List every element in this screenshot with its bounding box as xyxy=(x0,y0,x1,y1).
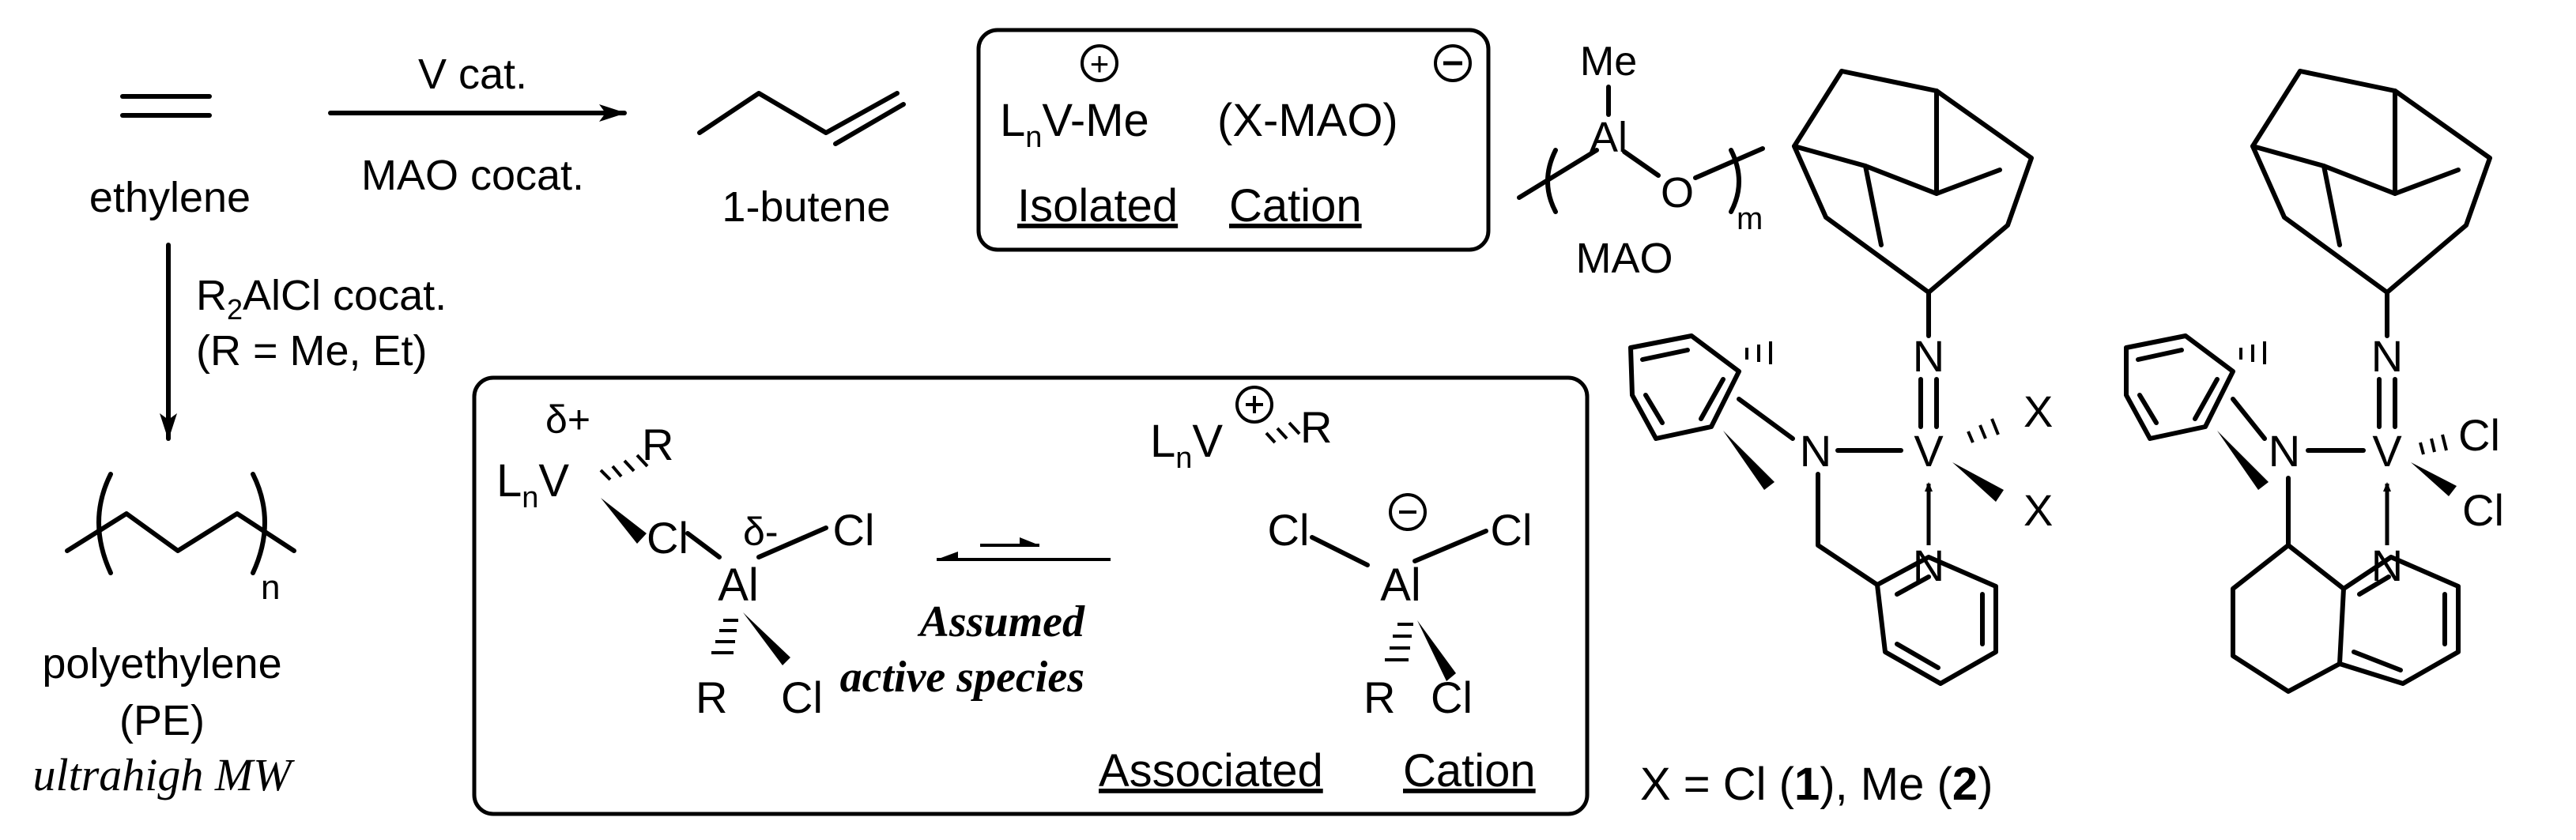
left-cl-right: Cl xyxy=(833,505,875,555)
isolated-cation-species: LnV-Me xyxy=(1000,95,1149,154)
right-al-bonds xyxy=(1310,529,1488,681)
mao-methyl: Me xyxy=(1580,39,1637,85)
complex1-v: V xyxy=(1914,426,1944,476)
right-cl-left: Cl xyxy=(1268,505,1310,555)
mao-structure xyxy=(1517,85,1765,214)
right-hash-bond xyxy=(1265,421,1301,444)
complex1-n-imido: N xyxy=(1913,331,1944,381)
right-r-bottom: R xyxy=(1363,672,1395,722)
1-butene-structure xyxy=(697,91,906,146)
right-r-label: R xyxy=(1300,402,1332,452)
right-minus-charge xyxy=(1389,493,1427,531)
complex1-x-bottom: X xyxy=(2023,485,2053,535)
complex1-n-amido: N xyxy=(1800,426,1831,476)
complex1-x-top: X xyxy=(2023,386,2053,436)
left-aluminum: Al xyxy=(718,559,759,611)
polymer-note: ultrahigh MW xyxy=(32,749,295,800)
delta-plus-label: δ+ xyxy=(545,397,590,442)
complex-right-cl-top: Cl xyxy=(2458,410,2500,460)
right-plus-charge xyxy=(1235,386,1273,424)
1-butene-label: 1-butene xyxy=(722,183,890,231)
polymer-repeat-index: n xyxy=(261,568,280,607)
associated-caption-word1: Associated xyxy=(1099,745,1323,797)
complex1-n-pyridine: N xyxy=(1913,541,1944,590)
complex-right-structure xyxy=(2124,69,2492,694)
right-aluminum: Al xyxy=(1380,559,1421,611)
delta-minus-label: δ- xyxy=(743,510,778,554)
cocatalyst-label: MAO cocat. xyxy=(361,152,584,199)
assumed-label-line2: active species xyxy=(840,653,1084,702)
polymer-abbrev: (PE) xyxy=(119,697,205,744)
compound-caption: X = Cl (1), Me (2) xyxy=(1640,759,1993,810)
polyethylene-structure xyxy=(65,472,296,575)
isolated-minus-charge xyxy=(1434,44,1472,82)
right-cl-right: Cl xyxy=(1491,505,1533,555)
left-metal-center: LnV xyxy=(496,455,569,514)
alt-cocatalyst-condition: (R = Me, Et) xyxy=(196,327,428,375)
associated-caption-word2: Cation xyxy=(1403,745,1536,797)
right-cl-bottom: Cl xyxy=(1431,672,1473,722)
isolated-caption-word2: Cation xyxy=(1229,180,1362,232)
mao-repeat-index: m xyxy=(1737,202,1763,236)
left-r-label: R xyxy=(642,420,673,469)
complex-right-n-imido: N xyxy=(2371,331,2403,381)
mao-aluminum: Al xyxy=(1590,114,1627,161)
mao-oxygen: O xyxy=(1661,169,1694,217)
complex-right-n-pyridine: N xyxy=(2371,541,2403,590)
ethylene-label: ethylene xyxy=(89,174,251,221)
ethylene-structure xyxy=(120,94,212,118)
isolated-caption-word1: Isolated xyxy=(1017,180,1178,232)
left-cl-bottom: Cl xyxy=(781,672,823,722)
right-metal-center: LnV xyxy=(1150,416,1223,475)
catalyst-label: V cat. xyxy=(418,51,527,98)
isolated-plus-charge: + xyxy=(1081,44,1118,82)
equilibrium-arrows xyxy=(937,537,1111,561)
isolated-cation-box xyxy=(976,28,1491,252)
complex-1-2-structure xyxy=(1628,69,2034,686)
complex-right-v: V xyxy=(2372,426,2402,476)
isolated-counterion: (X-MAO) xyxy=(1217,95,1398,146)
assumed-label-line1: Assumed xyxy=(918,597,1085,646)
polymer-name: polyethylene xyxy=(42,640,281,687)
mao-name: MAO xyxy=(1575,235,1673,282)
left-r-bottom: R xyxy=(696,672,727,722)
left-cl-bridge: Cl xyxy=(647,513,688,563)
associated-cation-box xyxy=(472,375,1590,816)
complex-right-n-amido: N xyxy=(2269,426,2300,476)
complex-right-cl-bottom: Cl xyxy=(2462,485,2504,535)
left-bonds xyxy=(599,454,828,665)
svg-text:+: + xyxy=(1090,45,1110,82)
alt-cocatalyst-label: R2AlCl cocat. xyxy=(196,272,447,326)
